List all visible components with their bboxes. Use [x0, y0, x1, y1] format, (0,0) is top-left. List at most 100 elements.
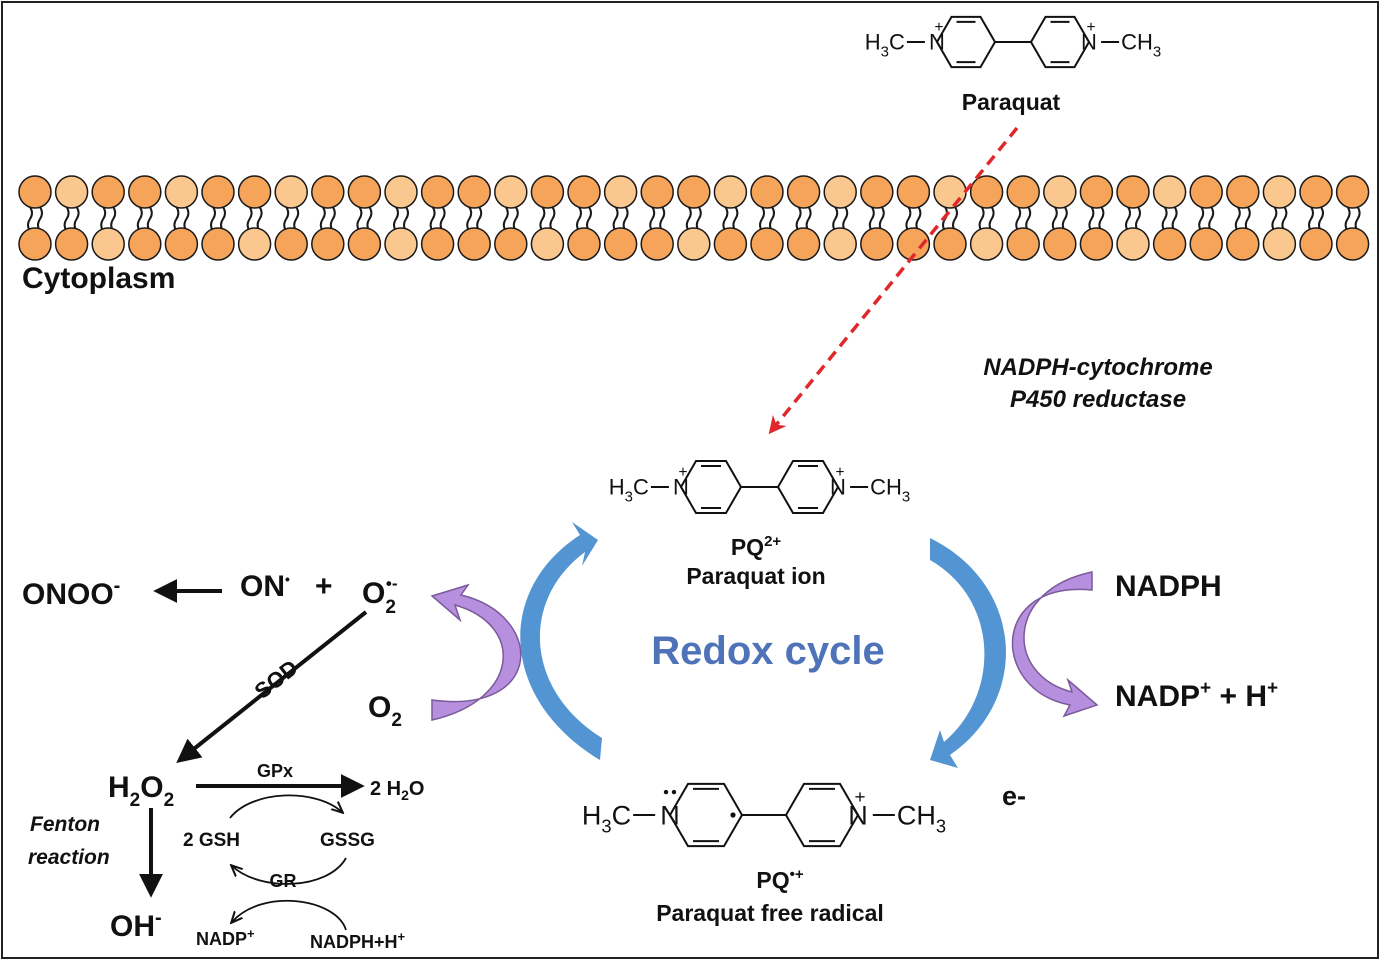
lipid-head-inner	[969, 227, 1004, 261]
lipid-tail	[1125, 206, 1141, 232]
lipid-head-inner	[1116, 227, 1150, 261]
charge-plus-right: +	[1087, 19, 1096, 36]
cycle-arrow-right	[930, 538, 1006, 768]
lipid-head-outer	[347, 175, 382, 209]
lipid-head-outer	[54, 175, 89, 209]
pq-ion-name: Paraquat ion	[686, 563, 825, 589]
lipid-tail	[1161, 206, 1178, 232]
lipid-head-inner	[640, 227, 674, 261]
lipid-tail	[1234, 206, 1251, 232]
plus-sign: +	[315, 570, 333, 603]
fenton-label-line1: Fenton	[30, 813, 100, 836]
lipid-tail	[576, 206, 592, 232]
lipid-tail	[429, 206, 446, 232]
cycle-arrow-left	[520, 522, 602, 760]
lipid-head-inner	[274, 227, 308, 261]
electron-label: e-	[1002, 781, 1026, 811]
lipid-head-inner	[311, 227, 345, 261]
nadph-oxidation-arrow	[1011, 571, 1099, 718]
pyridine-ring	[668, 782, 744, 848]
lipid-tail	[393, 206, 409, 232]
pyridine-ring	[776, 460, 840, 514]
gsh-label: 2 GSH	[183, 830, 240, 851]
lipid-head-outer	[128, 175, 162, 209]
lipid-head-outer	[603, 175, 638, 209]
enzyme-label-line1: NADPH-cytochrome	[983, 354, 1212, 381]
water-label: 2 H2O	[370, 778, 424, 803]
nadp-product-label: NADP+ + H+	[1115, 678, 1278, 713]
lipid-tail	[1271, 206, 1288, 232]
gpx-label: GPx	[257, 761, 293, 781]
hydrogen-peroxide-label: H2O2	[108, 771, 174, 811]
nitrogen-right: N	[1081, 30, 1097, 55]
pq-ion-formula: PQ2+	[731, 533, 782, 560]
lipid-head-inner	[567, 227, 601, 261]
radical-dot	[730, 812, 736, 818]
nadp-label: NADP+	[196, 926, 255, 949]
lipid-head-inner	[1299, 227, 1333, 261]
lipid-tail	[27, 206, 43, 232]
lipid-head-inner	[1226, 227, 1260, 261]
methyl-group-left: H3C	[865, 30, 905, 61]
lipid-head-outer	[18, 175, 52, 209]
sod-arrow	[176, 610, 368, 763]
hydroxyl-radical-label: OH-	[110, 907, 162, 943]
lipid-tail	[173, 206, 190, 232]
lipid-head-inner	[713, 227, 748, 261]
methyl-group-right: CH3	[870, 475, 910, 506]
lone-pair-dot	[663, 789, 669, 795]
lipid-head-inner	[896, 227, 931, 261]
nitrogen-left: N	[660, 800, 680, 830]
methyl-group-left: H3C	[609, 475, 649, 506]
gr-label: GR	[270, 871, 297, 891]
lipid-head-inner	[164, 227, 199, 261]
lipid-tail	[1308, 206, 1324, 232]
lipid-head-outer	[1189, 175, 1223, 209]
lipid-tail	[466, 206, 483, 232]
lipid-tail	[283, 206, 300, 232]
cytoplasm-label: Cytoplasm	[22, 262, 175, 295]
lipid-tail	[539, 206, 556, 232]
lipid-head-inner	[128, 227, 162, 261]
lipid-head-outer	[969, 175, 1004, 209]
lipid-tail	[1344, 206, 1361, 232]
lipid-head-outer	[713, 175, 748, 209]
lipid-tail	[905, 206, 922, 232]
lipid-tail	[136, 206, 153, 232]
lipid-head-outer	[1116, 175, 1150, 209]
lipid-tail	[100, 206, 117, 232]
lipid-head-inner	[933, 227, 967, 261]
lipid-head-inner	[1079, 227, 1114, 261]
lipid-head-outer	[567, 175, 601, 209]
lipid-head-inner	[677, 227, 711, 261]
methyl-group-right: CH3	[897, 800, 946, 836]
pyridine-ring	[679, 460, 743, 514]
lipid-head-inner	[1006, 227, 1040, 261]
lipid-head-outer	[311, 175, 345, 209]
pq-radical-formula: PQ•+	[756, 866, 803, 893]
lipid-head-outer	[750, 175, 784, 209]
lipid-head-inner	[494, 227, 528, 261]
nitrogen-right: N	[830, 475, 846, 500]
methyl-group-right: CH3	[1121, 30, 1161, 61]
lipid-head-outer	[896, 175, 931, 209]
lipid-head-inner	[420, 227, 455, 261]
lipid-head-inner	[823, 227, 857, 261]
lipid-head-inner	[860, 227, 894, 261]
nadph-to-nadp-curve	[232, 899, 347, 931]
lipid-head-outer	[823, 175, 857, 209]
oxygen-label: O2	[368, 691, 402, 731]
pyridine-ring	[935, 15, 997, 69]
lipid-head-outer	[1335, 175, 1370, 209]
paraquat-label: Paraquat	[962, 89, 1061, 115]
lipid-head-outer	[420, 175, 455, 209]
lipid-head-outer	[933, 175, 967, 209]
charge-plus-right: +	[854, 787, 865, 808]
lipid-tail	[722, 206, 739, 232]
superoxide-label: O2•-	[362, 574, 398, 618]
